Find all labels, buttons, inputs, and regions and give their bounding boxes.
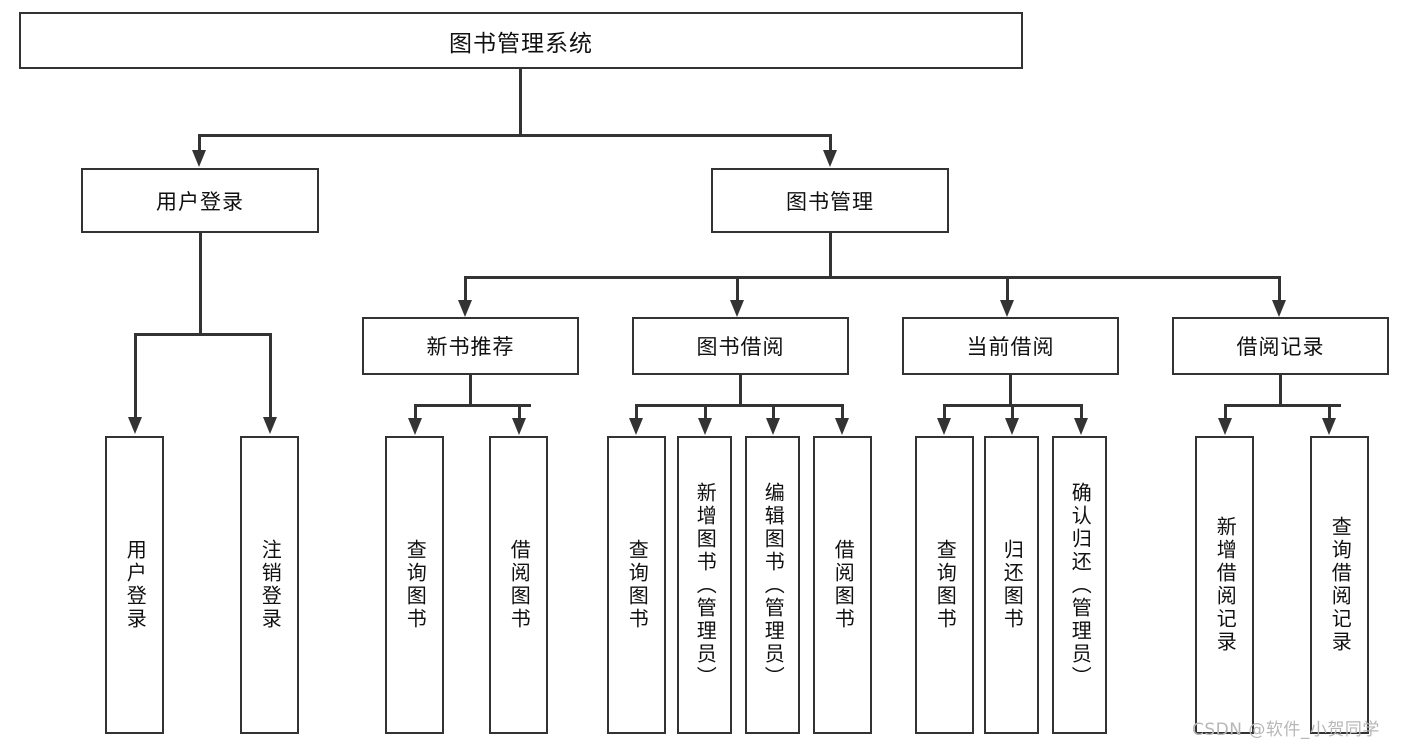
leaf-confirm-return[interactable]: 确认归还（管理员）	[1052, 436, 1107, 734]
arrow-book-borrow	[730, 300, 744, 317]
leaf-label: 借阅图书	[831, 539, 856, 631]
node-new-book-recommend[interactable]: 新书推荐	[362, 317, 579, 375]
arrow-leaf-query-book-2	[629, 418, 643, 435]
arrow-leaf-logout	[263, 417, 277, 434]
arrow-book-management	[823, 150, 837, 167]
leaf-label: 注销登录	[258, 539, 283, 631]
leaf-label: 用户登录	[123, 539, 148, 631]
arrow-leaf-confirm-return	[1074, 418, 1088, 435]
leaf-add-book[interactable]: 新增图书（管理员）	[677, 436, 732, 734]
csdn-watermark: CSDN @软件_小贺同学	[1192, 720, 1380, 740]
connector-drop-leaf-return-book	[1011, 404, 1014, 420]
leaf-add-borrow-record[interactable]: 新增借阅记录	[1195, 436, 1254, 734]
node-borrow-record[interactable]: 借阅记录	[1172, 317, 1389, 375]
connector-book-borrow-bus	[635, 404, 843, 407]
connector-book-borrow-stem	[739, 375, 742, 406]
leaf-label: 查询借阅记录	[1328, 516, 1353, 654]
connector-drop-leaf-query-book-3	[943, 404, 946, 420]
leaf-edit-book[interactable]: 编辑图书（管理员）	[745, 436, 800, 734]
node-book-borrow[interactable]: 图书借阅	[632, 317, 849, 375]
connector-drop-book-borrow	[736, 276, 739, 302]
connector-drop-leaf-query-book-2	[635, 404, 638, 420]
arrow-leaf-add-record	[1218, 418, 1232, 435]
connector-borrow-record-stem	[1279, 375, 1282, 406]
node-root-system[interactable]: 图书管理系统	[19, 12, 1023, 69]
leaf-query-book-current[interactable]: 查询图书	[915, 436, 974, 734]
arrow-borrow-record	[1272, 300, 1286, 317]
connector-drop-new-book-recommend	[464, 276, 467, 302]
node-current-borrow[interactable]: 当前借阅	[902, 317, 1119, 375]
node-label: 图书借阅	[696, 335, 785, 359]
connector-drop-leaf-user-login	[134, 333, 137, 419]
leaf-borrow-book-new-recommend[interactable]: 借阅图书	[489, 436, 548, 734]
leaf-return-book[interactable]: 归还图书	[984, 436, 1039, 734]
connector-drop-book-management	[829, 134, 832, 152]
connector-current-borrow-stem	[1009, 375, 1012, 406]
node-label: 新书推荐	[426, 335, 515, 359]
arrow-new-book-recommend	[458, 300, 472, 317]
arrow-leaf-return-book	[1005, 418, 1019, 435]
connector-drop-leaf-query-record	[1328, 404, 1331, 420]
arrow-leaf-borrow-book-1	[512, 418, 526, 435]
leaf-label: 新增图书（管理员）	[693, 481, 718, 689]
connector-level3-bus	[464, 276, 1281, 279]
leaf-label: 确认归还（管理员）	[1068, 481, 1093, 689]
connector-drop-leaf-edit-book	[772, 404, 775, 420]
leaf-label: 借阅图书	[507, 539, 532, 631]
node-label: 用户登录	[156, 189, 244, 214]
arrow-leaf-query-book-1	[408, 418, 422, 435]
connector-drop-leaf-add-record	[1224, 404, 1227, 420]
connector-level2-bus	[198, 134, 832, 137]
node-label: 当前借阅	[966, 335, 1055, 359]
leaf-borrow-book-borrow[interactable]: 借阅图书	[813, 436, 872, 734]
connector-drop-borrow-record	[1278, 276, 1281, 302]
connector-drop-current-borrow	[1006, 276, 1009, 302]
connector-new-book-recommend-bus	[414, 404, 531, 407]
leaf-label: 编辑图书（管理员）	[761, 481, 786, 689]
arrow-leaf-query-record	[1322, 418, 1336, 435]
connector-drop-leaf-query-book-1	[414, 404, 417, 420]
node-book-management[interactable]: 图书管理	[711, 168, 949, 233]
leaf-label: 查询图书	[625, 539, 650, 631]
arrow-leaf-borrow-book-2	[835, 418, 849, 435]
leaf-label: 查询图书	[403, 539, 428, 631]
node-label: 借阅记录	[1236, 335, 1325, 359]
arrow-leaf-add-book	[698, 418, 712, 435]
leaf-user-login[interactable]: 用户登录	[105, 436, 164, 734]
arrow-current-borrow	[1000, 300, 1014, 317]
leaf-label: 新增借阅记录	[1213, 516, 1238, 654]
node-label: 图书管理	[786, 189, 874, 214]
connector-user-login-stem	[199, 233, 202, 336]
arrow-user-login	[192, 150, 206, 167]
arrow-leaf-query-book-3	[937, 418, 951, 435]
arrow-leaf-edit-book	[766, 418, 780, 435]
connector-new-book-recommend-stem	[469, 375, 472, 406]
connector-borrow-record-bus	[1224, 404, 1341, 407]
connector-drop-leaf-confirm-return	[1080, 404, 1083, 420]
leaf-logout[interactable]: 注销登录	[240, 436, 299, 734]
arrow-leaf-user-login	[128, 417, 142, 434]
leaf-query-book-borrow[interactable]: 查询图书	[607, 436, 666, 734]
connector-drop-leaf-borrow-book-2	[841, 404, 844, 420]
leaf-label: 查询图书	[933, 539, 958, 631]
connector-drop-leaf-add-book	[704, 404, 707, 420]
connector-drop-leaf-logout	[269, 333, 272, 419]
node-user-login[interactable]: 用户登录	[81, 168, 319, 233]
connector-root-stem	[519, 69, 522, 136]
leaf-query-book-new-recommend[interactable]: 查询图书	[385, 436, 444, 734]
node-label: 图书管理系统	[449, 30, 593, 57]
connector-drop-user-login	[198, 134, 201, 152]
leaf-query-borrow-record[interactable]: 查询借阅记录	[1310, 436, 1369, 734]
leaf-label: 归还图书	[1000, 539, 1025, 631]
connector-user-login-bus	[134, 333, 271, 336]
connector-book-management-stem	[829, 233, 832, 278]
connector-drop-leaf-borrow-book-1	[518, 404, 521, 420]
